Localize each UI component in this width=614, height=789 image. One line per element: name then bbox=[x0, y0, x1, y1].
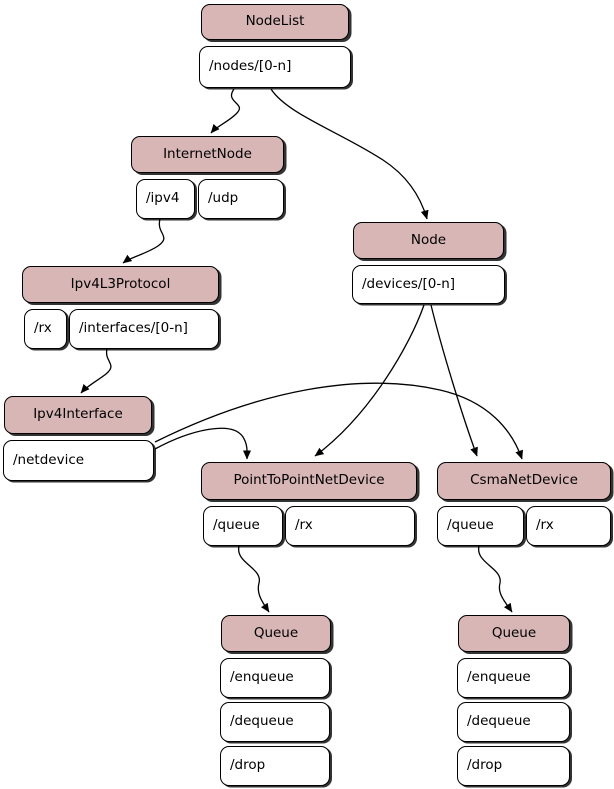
queue-left-slot-enqueue: /enqueue bbox=[220, 658, 330, 698]
node-header: Node bbox=[353, 222, 504, 259]
queue-left-slot-drop: /drop bbox=[220, 746, 330, 786]
arrow-netdevice-to-csmanetdevice bbox=[154, 382, 524, 460]
queue-left-slot-dequeue: /dequeue bbox=[220, 702, 330, 742]
csmanetdevice-slot-rx: /rx bbox=[526, 506, 611, 546]
arrow-nodelist-to-internetnode bbox=[210, 88, 240, 134]
arrow-devices-to-pointtopointnetdevice bbox=[314, 304, 425, 457]
queue-left-header: Queue bbox=[221, 615, 331, 652]
queue-right-slot-drop: /drop bbox=[457, 746, 570, 786]
ipv4l3protocol-header: Ipv4L3Protocol bbox=[22, 266, 219, 303]
arrow-devices-to-csmanetdevice bbox=[430, 304, 478, 457]
queue-right-header: Queue bbox=[458, 615, 570, 652]
internetnode-slot-ipv4: /ipv4 bbox=[136, 179, 195, 219]
arrow-csma-queue-to-queue bbox=[478, 545, 513, 613]
internetnode-slot-udp: /udp bbox=[198, 179, 284, 219]
csmanetdevice-slot-queue: /queue bbox=[437, 506, 524, 546]
queue-right-slot-enqueue: /enqueue bbox=[457, 658, 570, 698]
arrow-ipv4-to-ipv4l3protocol bbox=[122, 218, 165, 264]
ipv4interface-slot-netdevice: /netdevice bbox=[3, 440, 154, 481]
nodelist-header: NodeList bbox=[201, 4, 349, 40]
queue-right-slot-dequeue: /dequeue bbox=[457, 702, 570, 742]
ipv4interface-header: Ipv4Interface bbox=[4, 396, 152, 434]
nodelist-slot-nodes: /nodes/[0-n] bbox=[199, 46, 351, 88]
arrow-interfaces-to-ipv4interface bbox=[80, 348, 112, 394]
ipv4l3protocol-slot-interfaces: /interfaces/[0-n] bbox=[69, 309, 219, 349]
pointtopointnetdevice-slot-rx: /rx bbox=[285, 506, 415, 546]
arrow-nodelist-to-node bbox=[270, 88, 429, 220]
pointtopointnetdevice-header: PointToPointNetDevice bbox=[201, 462, 417, 500]
csmanetdevice-header: CsmaNetDevice bbox=[437, 462, 611, 500]
ipv4l3protocol-slot-rx: /rx bbox=[24, 309, 67, 349]
internetnode-header: InternetNode bbox=[131, 136, 284, 173]
node-slot-devices: /devices/[0-n] bbox=[352, 265, 505, 304]
pointtopointnetdevice-slot-queue: /queue bbox=[203, 506, 283, 546]
arrow-ptp-queue-to-queue bbox=[238, 545, 270, 613]
arrow-netdevice-to-pointtopointnetdevice bbox=[154, 427, 252, 460]
